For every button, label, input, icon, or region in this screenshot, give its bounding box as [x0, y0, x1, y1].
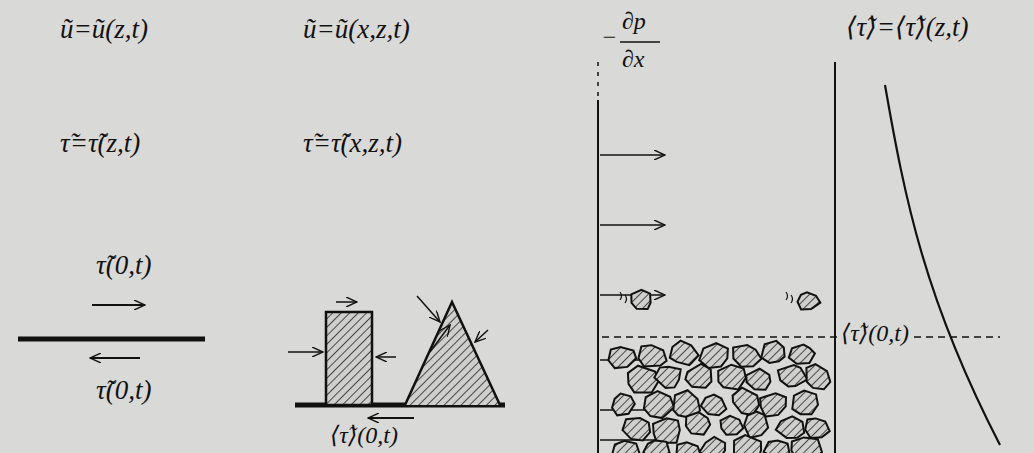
math-label: τ̃=τ̃(x,z,t): [303, 128, 402, 159]
granular-bed: [598, 42, 1000, 453]
math-label: ⟨τ̃⟩(0,t): [838, 320, 912, 348]
math-label: ∂p: [622, 8, 646, 36]
math-label: ũ=ũ(x,z,t): [303, 14, 410, 45]
math-label: ⟨τ̃⟩=⟨τ̃⟩(z,t): [846, 12, 968, 43]
rough-bed: [288, 296, 505, 418]
math-label: ũ=ũ(z,t): [60, 14, 148, 45]
math-label: τ̃(0,t): [96, 250, 151, 281]
math-label: τ̃=τ̃(z,t): [60, 128, 140, 159]
math-label: ∂x: [622, 46, 645, 74]
math-label: −: [601, 24, 617, 52]
flat-bed: [18, 305, 205, 358]
math-label: τ̃(0,t): [96, 375, 151, 406]
math-label: ⟨τ̃⟩(0,t): [330, 422, 398, 450]
